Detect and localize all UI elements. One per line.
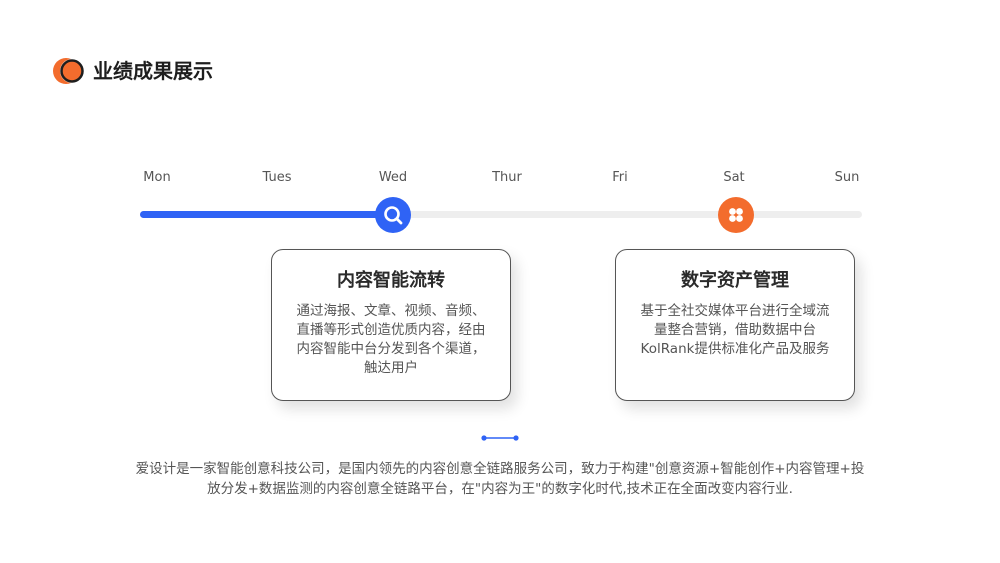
search-icon <box>384 206 403 225</box>
card-description: 基于全社交媒体平台进行全域流量整合营销，借助数据中台KolRank提供标准化产品… <box>640 303 830 357</box>
feature-card-content-flow: 内容智能流转 通过海报、文章、视频、音频、直播等形式创造优质内容，经由内容智能中… <box>271 249 511 401</box>
company-description: 爱设计是一家智能创意科技公司，是国内领先的内容创意全链路服务公司，致力于构建"创… <box>135 461 865 497</box>
pagination-indicator[interactable] <box>480 434 520 442</box>
day-label-tues: Tues <box>262 170 292 185</box>
timeline-track <box>140 211 862 218</box>
card-title: 数字资产管理 <box>681 270 789 291</box>
day-label-fri: Fri <box>612 170 628 185</box>
feature-card-asset-management: 数字资产管理 基于全社交媒体平台进行全域流量整合营销，借助数据中台KolRank… <box>615 249 855 401</box>
page-title: 业绩成果展示 <box>93 59 213 83</box>
day-label-thur: Thur <box>492 170 522 185</box>
brand-logo-icon <box>53 58 84 84</box>
day-label-sun: Sun <box>834 170 860 185</box>
day-label-sat: Sat <box>723 170 745 185</box>
day-label-mon: Mon <box>143 170 171 185</box>
grid-icon <box>729 208 743 222</box>
card-description: 通过海报、文章、视频、音频、直播等形式创造优质内容，经由内容智能中台分发到各个渠… <box>296 303 486 376</box>
timeline-marker-wed[interactable] <box>375 197 411 233</box>
card-title: 内容智能流转 <box>337 270 445 291</box>
day-label-wed: Wed <box>378 170 408 185</box>
timeline-marker-sat[interactable] <box>718 197 754 233</box>
timeline-progress <box>140 211 385 218</box>
